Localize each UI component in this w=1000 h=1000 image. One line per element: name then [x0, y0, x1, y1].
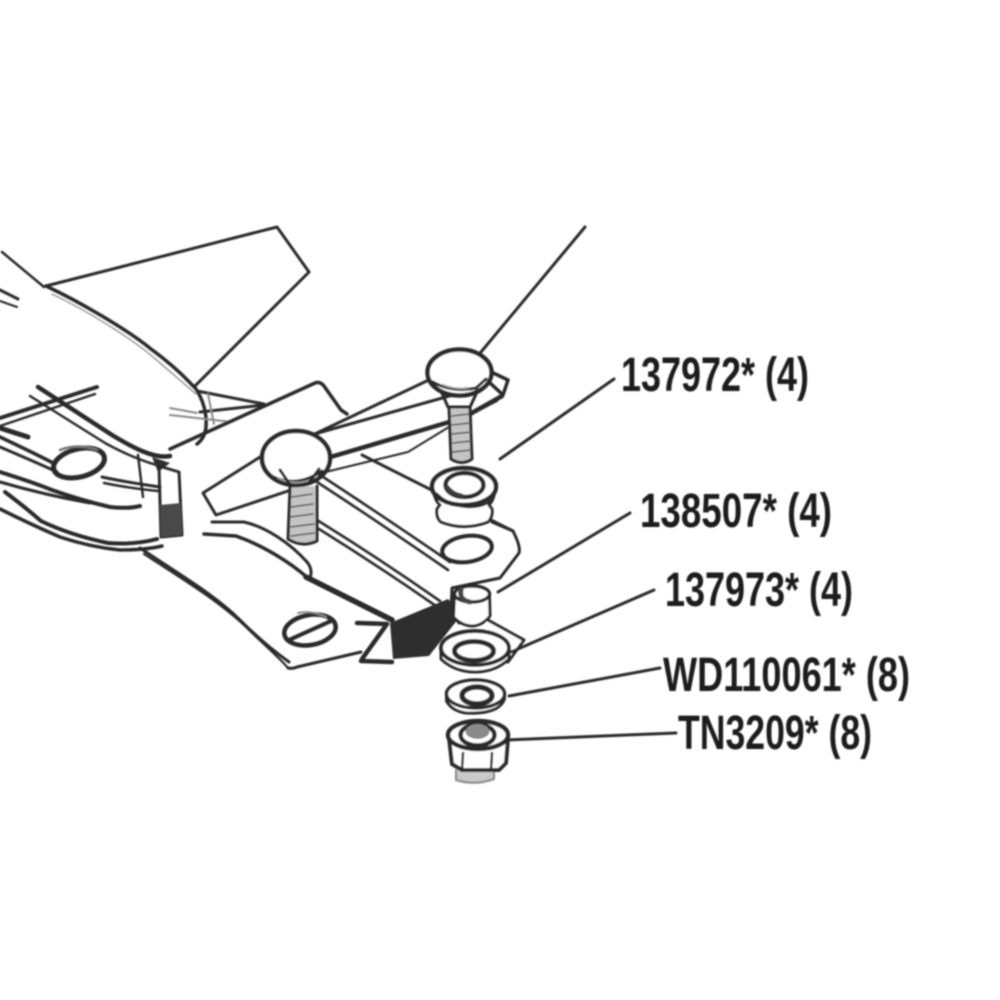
- svg-text:138507* (4): 138507* (4): [640, 485, 832, 538]
- svg-text:TN3209* (8): TN3209* (8): [678, 707, 872, 760]
- svg-text:WD110061* (8): WD110061* (8): [663, 649, 910, 702]
- svg-text:137973* (4): 137973* (4): [665, 564, 853, 617]
- svg-text:137972* (4): 137972* (4): [621, 349, 809, 402]
